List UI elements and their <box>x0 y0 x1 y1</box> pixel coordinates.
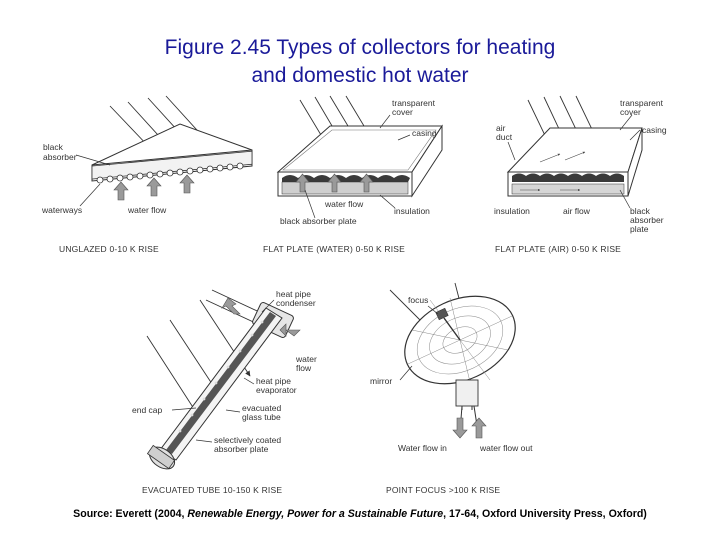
label-water-flow: water flow <box>295 354 319 373</box>
leader-casing <box>397 134 411 141</box>
label-mirror: mirror <box>370 376 392 386</box>
caption-point-focus: POINT FOCUS >100 K RISE <box>386 485 500 495</box>
label-water-flow-in: Water flow in <box>398 443 447 453</box>
leader-casing <box>629 129 641 141</box>
label-end-cap: end cap <box>132 405 163 415</box>
flat-air-collector <box>506 127 643 197</box>
panel-unglazed: black absorber waterways water flow UNGL… <box>41 95 253 254</box>
label-air-flow: air flow <box>563 206 591 216</box>
flat-water-collector <box>276 124 443 198</box>
water-flow-arrows <box>221 297 301 337</box>
leader-glass-tube <box>225 409 241 413</box>
water-flow-arrows <box>295 173 374 193</box>
leader-cover <box>379 114 391 129</box>
label-casing: casing <box>412 128 437 138</box>
source-book-title: Renewable Energy, Power for a Sustainabl… <box>187 508 444 520</box>
caption-evacuated-tube: EVACUATED TUBE 10-150 K RISE <box>142 485 282 495</box>
label-heat-pipe-evaporator: heat pipe evaporator <box>256 376 297 395</box>
parabolic-dish <box>404 295 516 433</box>
water-flow-arrows <box>113 174 195 201</box>
label-evacuated-glass-tube: evacuated glass tube <box>242 403 284 422</box>
panel-flat-air: air duct transparent cover casing insula… <box>494 95 667 254</box>
leader-insulation <box>379 194 396 209</box>
label-black-absorber-plate: black absorber plate <box>280 216 357 226</box>
water-flow-arrows <box>452 417 487 439</box>
caption-flat-air: FLAT PLATE (AIR) 0-50 K RISE <box>495 244 621 254</box>
label-focus: focus <box>408 295 428 305</box>
panel-point-focus: focus mirror Water flow in water flow ou… <box>370 282 533 495</box>
source-suffix: , 17-64, Oxford University Press, Oxford… <box>443 508 647 520</box>
caption-flat-water: FLAT PLATE (WATER) 0-50 K RISE <box>263 244 405 254</box>
label-insulation: insulation <box>494 206 530 216</box>
label-air-duct: air duct <box>496 123 513 142</box>
label-water-flow: water flow <box>324 199 364 209</box>
panel-flat-water: transparent cover casing water flow insu… <box>263 95 443 254</box>
label-heat-pipe-condenser: heat pipe condenser <box>276 289 316 308</box>
label-black-absorber-plate: black absorber plate <box>630 206 666 234</box>
unglazed-absorber <box>91 123 253 184</box>
label-water-flow-out: water flow out <box>479 443 533 453</box>
label-transparent-cover: transparent cover <box>392 98 437 117</box>
figure-title-line2: and domestic hot water <box>251 64 469 87</box>
leader-duct <box>507 141 516 161</box>
leader-waterways <box>79 183 101 207</box>
figure-title: Figure 2.45 Types of collectors for heat… <box>0 34 720 90</box>
panel-evacuated-tube: heat pipe condenser water flow heat pipe… <box>132 289 319 495</box>
caption-unglazed: UNGLAZED 0-10 K RISE <box>59 244 159 254</box>
leader-plate <box>304 189 316 219</box>
evacuated-tube <box>146 289 294 470</box>
label-insulation: insulation <box>394 206 430 216</box>
leader-absorber <box>75 154 111 166</box>
leader-plate <box>619 189 631 209</box>
leader-end-cap <box>171 407 197 411</box>
label-water-flow: water flow <box>127 205 167 215</box>
leader-focus <box>427 305 439 315</box>
figure-title-line1: Figure 2.45 Types of collectors for heat… <box>164 36 556 59</box>
label-casing: casing <box>642 125 667 135</box>
label-absorber-plate: selectively coated absorber plate <box>214 435 283 454</box>
leader-evaporator <box>243 377 255 385</box>
label-transparent-cover: transparent cover <box>620 98 665 117</box>
label-waterways: waterways <box>41 205 82 215</box>
leader-absorber-plate <box>195 439 213 443</box>
leader-mirror <box>399 365 413 381</box>
source-citation: Source: Everett (2004, Renewable Energy,… <box>0 508 720 520</box>
leader-condenser <box>261 299 275 313</box>
waterway-tubes <box>96 162 244 184</box>
source-prefix: Source: Everett (2004, <box>73 508 188 520</box>
leader-cover <box>619 114 633 131</box>
label-black-absorber: black absorber <box>43 142 77 162</box>
